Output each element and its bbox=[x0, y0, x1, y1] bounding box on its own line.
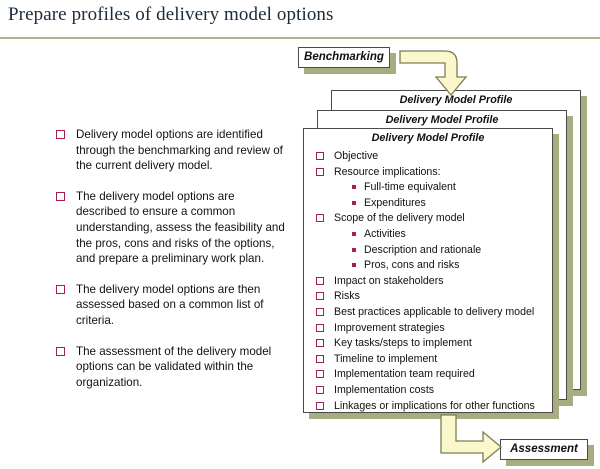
list-item-text: The delivery model options are described… bbox=[76, 189, 285, 266]
hollow-square-bullet-icon bbox=[316, 307, 324, 316]
profile-list-item: Timeline to implement bbox=[316, 352, 546, 368]
hollow-square-bullet-icon bbox=[56, 191, 65, 201]
profile-list-item-text: Impact on stakeholders bbox=[334, 274, 444, 287]
page-title: Prepare profiles of delivery model optio… bbox=[8, 4, 334, 25]
profile-list-subitem: Activities bbox=[316, 227, 546, 243]
profile-list-item: Implementation costs bbox=[316, 383, 546, 399]
hollow-square-bullet-icon bbox=[316, 401, 324, 410]
profile-list-item-text: Best practices applicable to delivery mo… bbox=[334, 305, 535, 318]
profile-list-item: Impact on stakeholders bbox=[316, 274, 546, 290]
title-divider bbox=[0, 37, 600, 39]
profile-list-item-text: Key tasks/steps to implement bbox=[334, 337, 472, 350]
solid-square-bullet-icon bbox=[352, 231, 356, 236]
profile-list-item: Key tasks/steps to implement bbox=[316, 336, 546, 352]
list-item-text: The delivery model options are then asse… bbox=[76, 282, 264, 327]
profile-list-item-text: Implementation costs bbox=[334, 383, 435, 396]
hollow-square-bullet-icon bbox=[316, 167, 324, 176]
profile-list-item: Linkages or implications for other funct… bbox=[316, 399, 546, 415]
profile-list-item-text: Linkages or implications for other funct… bbox=[334, 399, 535, 412]
hollow-square-bullet-icon bbox=[316, 214, 324, 223]
hollow-square-bullet-icon bbox=[316, 152, 324, 160]
solid-square-bullet-icon bbox=[352, 247, 356, 252]
profile-list-item: Implementation team required bbox=[316, 367, 546, 383]
profile-list-subitem: Full-time equivalent bbox=[316, 180, 546, 196]
profile-list-item: Scope of the delivery model bbox=[316, 211, 546, 227]
solid-square-bullet-icon bbox=[352, 185, 356, 190]
profile-contents-list: Objective Resource implications: Full-ti… bbox=[316, 149, 546, 414]
profile-list-subitem-text: Activities bbox=[364, 227, 406, 240]
solid-square-bullet-icon bbox=[352, 200, 356, 205]
solid-square-bullet-icon bbox=[352, 263, 356, 268]
hollow-square-bullet-icon bbox=[316, 370, 324, 379]
hollow-square-bullet-icon bbox=[56, 346, 65, 356]
card-title: Delivery Model Profile bbox=[399, 94, 513, 106]
benchmarking-to-profile-arrow bbox=[399, 50, 468, 97]
card-title: Delivery Model Profile bbox=[371, 132, 485, 144]
left-bullet-list: Delivery model options are identified th… bbox=[56, 127, 288, 390]
list-item: Delivery model options are identified th… bbox=[56, 127, 288, 174]
profile-list-item: Risks bbox=[316, 289, 546, 305]
list-item-text: Delivery model options are identified th… bbox=[76, 128, 283, 173]
profile-list-item-text: Objective bbox=[334, 150, 379, 162]
profile-list-subitem: Expenditures bbox=[316, 196, 546, 212]
hollow-square-bullet-icon bbox=[56, 130, 65, 139]
profile-list-subitem: Description and rationale bbox=[316, 243, 546, 259]
profile-list-item: Resource implications: bbox=[316, 165, 546, 181]
profile-list-item-text: Timeline to implement bbox=[334, 352, 438, 365]
hollow-square-bullet-icon bbox=[316, 385, 324, 394]
profile-to-assessment-arrow bbox=[440, 414, 503, 464]
hollow-square-bullet-icon bbox=[316, 339, 324, 348]
assessment-label: Assessment bbox=[510, 443, 578, 455]
profile-list-item-text: Implementation team required bbox=[334, 368, 475, 381]
benchmarking-box[interactable]: Benchmarking bbox=[298, 47, 390, 68]
profile-list-subitem-text: Full-time equivalent bbox=[364, 181, 456, 194]
list-item: The delivery model options are then asse… bbox=[56, 282, 288, 329]
profile-list-subitem-text: Pros, cons and risks bbox=[364, 259, 460, 272]
assessment-box[interactable]: Assessment bbox=[500, 439, 588, 460]
benchmarking-label: Benchmarking bbox=[304, 51, 384, 63]
profile-list-item-text: Resource implications: bbox=[334, 165, 441, 178]
hollow-square-bullet-icon bbox=[316, 276, 324, 285]
hollow-square-bullet-icon bbox=[56, 284, 65, 294]
profile-list-item-text: Risks bbox=[334, 290, 360, 303]
profile-list-item: Objective bbox=[316, 149, 546, 165]
list-item: The delivery model options are described… bbox=[56, 189, 288, 267]
card-title: Delivery Model Profile bbox=[385, 114, 499, 126]
hollow-square-bullet-icon bbox=[316, 292, 324, 301]
profile-list-item-text: Improvement strategies bbox=[334, 321, 445, 334]
hollow-square-bullet-icon bbox=[316, 323, 324, 332]
list-item-text: The assessment of the delivery model opt… bbox=[76, 344, 272, 389]
hollow-square-bullet-icon bbox=[316, 354, 324, 363]
profile-list-item: Improvement strategies bbox=[316, 321, 546, 337]
profile-list-item: Best practices applicable to delivery mo… bbox=[316, 305, 546, 321]
profile-list-subitem-text: Description and rationale bbox=[364, 243, 482, 256]
profile-list-item-text: Scope of the delivery model bbox=[334, 212, 465, 225]
profile-list-subitem: Pros, cons and risks bbox=[316, 258, 546, 274]
profile-list-subitem-text: Expenditures bbox=[364, 196, 426, 209]
list-item: The assessment of the delivery model opt… bbox=[56, 344, 288, 391]
delivery-model-profile-card-front[interactable]: Delivery Model Profile Objective Resourc… bbox=[303, 128, 553, 413]
